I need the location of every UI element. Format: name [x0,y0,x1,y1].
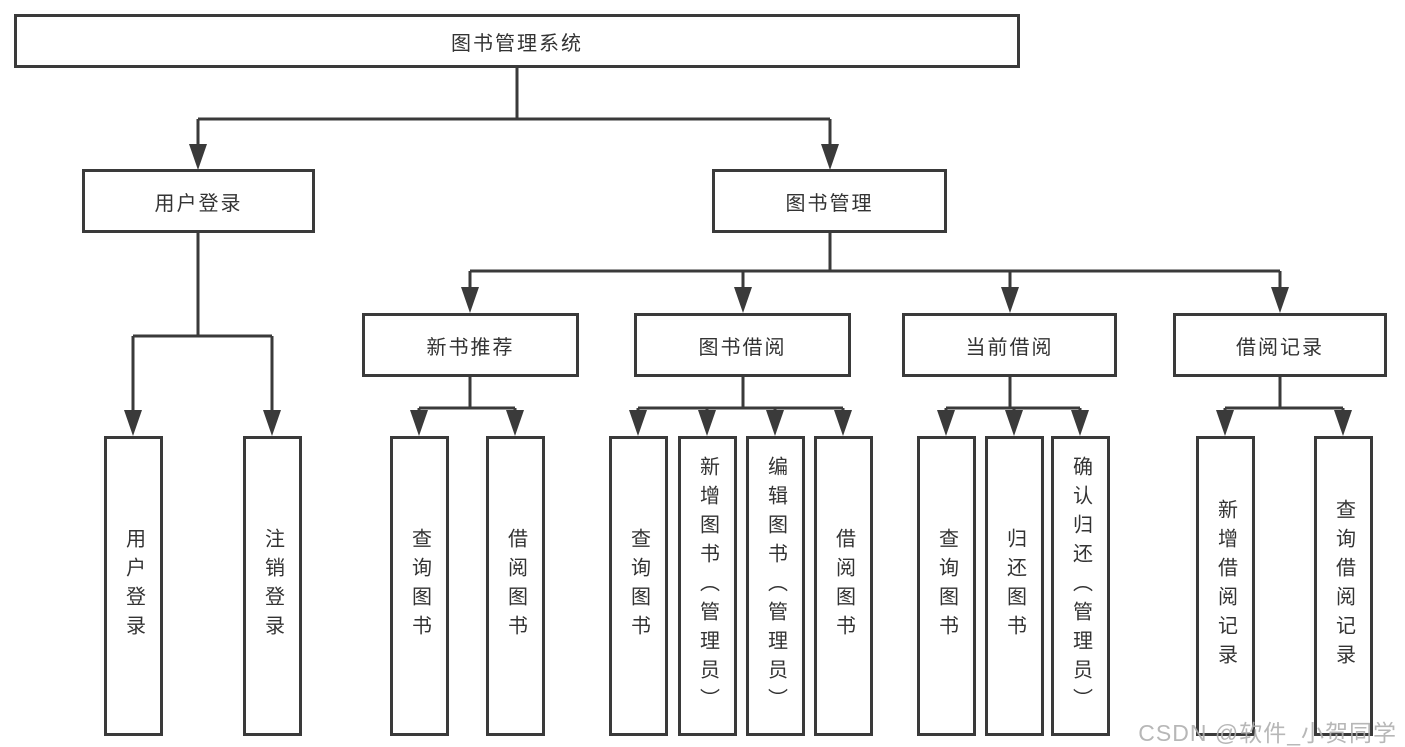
node-borrowing-records-label: 借阅记录 [1236,336,1324,359]
leaf-return-books: 归还图书 [985,436,1044,736]
node-user-login-group: 用户登录 [82,169,315,233]
leaf-confirm-return-admin: 确认归还（管理员） [1051,436,1110,736]
leaf-add-book-admin: 新增图书（管理员） [678,436,737,736]
leaf-edit-book-admin: 编辑图书（管理员） [746,436,805,736]
node-root-label: 图书管理系统 [451,32,583,55]
node-book-borrowing-label: 图书借阅 [698,336,787,359]
leaf-query-borrow-record: 查询借阅记录 [1314,436,1373,736]
csdn-watermark: CSDN @软件_小贺同学 [1138,720,1397,746]
leaf-add-borrow-record: 新增借阅记录 [1196,436,1255,736]
leaf-query-books-current: 查询图书 [917,436,976,736]
node-book-borrowing: 图书借阅 [634,313,851,377]
node-root-system: 图书管理系统 [14,14,1020,68]
node-book-management: 图书管理 [712,169,947,233]
node-current-borrowing-label: 当前借阅 [965,336,1054,359]
leaf-query-books-borrowing: 查询图书 [609,436,668,736]
node-current-borrowing: 当前借阅 [902,313,1117,377]
node-user-login-group-label: 用户登录 [154,192,243,215]
leaf-borrow-books-recommend: 借阅图书 [486,436,545,736]
node-new-book-recommend: 新书推荐 [362,313,579,377]
leaf-user-login: 用户登录 [104,436,163,736]
node-new-book-recommend-label: 新书推荐 [426,336,515,359]
leaf-query-books-recommend: 查询图书 [390,436,449,736]
node-book-management-label: 图书管理 [785,192,874,215]
leaf-logout: 注销登录 [243,436,302,736]
node-borrowing-records: 借阅记录 [1173,313,1387,377]
leaf-borrow-books: 借阅图书 [814,436,873,736]
